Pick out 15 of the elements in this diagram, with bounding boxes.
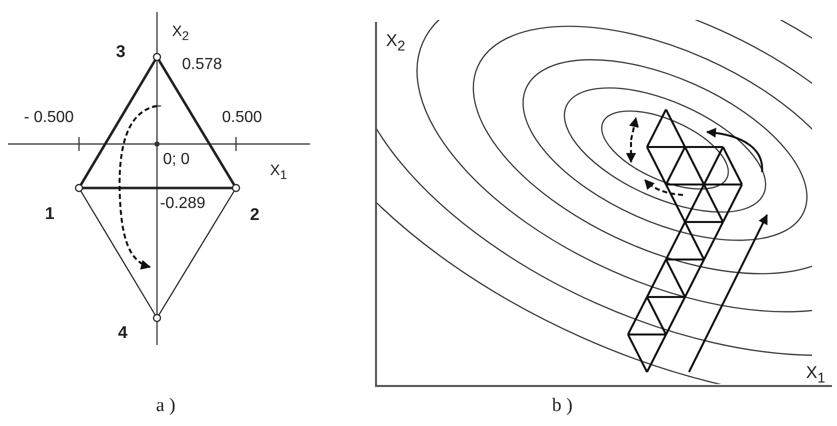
axis-label: X$_{1}$ [806,364,826,386]
coordinate-value: -0.289 [160,196,206,212]
panel-label: a ) [156,396,176,415]
coordinate-value: 0.578 [182,57,222,73]
coordinate-value: 0; 0 [163,152,190,168]
coordinate-value: 0.500 [222,110,262,126]
vertex-number: 1 [45,205,54,222]
panel-label: b ) [552,396,573,415]
vertex-number: 3 [116,43,126,60]
vertex-number: 4 [118,324,128,341]
axis-label: X$_{2}$ [172,24,189,42]
axis-label: X$_{2}$ [386,32,406,54]
vertex-number: 2 [250,206,260,223]
coordinate-value: - 0.500 [24,110,74,126]
axis-label: X$_{1}$ [270,163,287,182]
